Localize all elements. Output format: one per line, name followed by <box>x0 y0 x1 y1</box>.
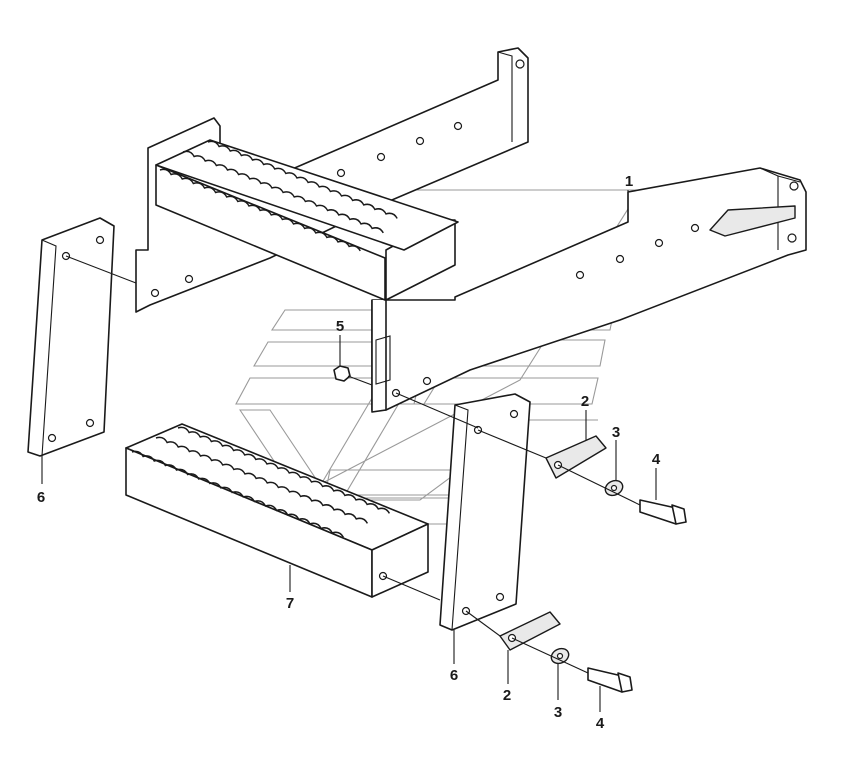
callout-2-upper: 2 <box>581 393 589 410</box>
step-bracket-frame <box>135 47 807 413</box>
hardware-lower <box>382 575 633 693</box>
side-plate-right <box>439 393 531 631</box>
callout-1: 1 <box>625 173 633 190</box>
callout-5: 5 <box>336 318 344 335</box>
callout-2-lower: 2 <box>503 687 511 704</box>
hardware-upper <box>395 392 687 525</box>
callout-6-left: 6 <box>37 489 45 506</box>
callout-3-lower: 3 <box>554 704 562 721</box>
callout-labels: 1 2 3 4 5 6 7 6 2 3 4 <box>37 173 661 732</box>
callout-3-upper: 3 <box>612 424 620 441</box>
lower-step-tread <box>125 423 429 598</box>
callout-6-right: 6 <box>450 667 458 684</box>
callout-leaders <box>41 190 657 712</box>
nut-part-5 <box>333 365 373 386</box>
callout-4-upper: 4 <box>652 451 661 468</box>
callout-4-lower: 4 <box>596 715 605 732</box>
side-plate-left <box>27 217 137 457</box>
callout-7: 7 <box>286 595 294 612</box>
